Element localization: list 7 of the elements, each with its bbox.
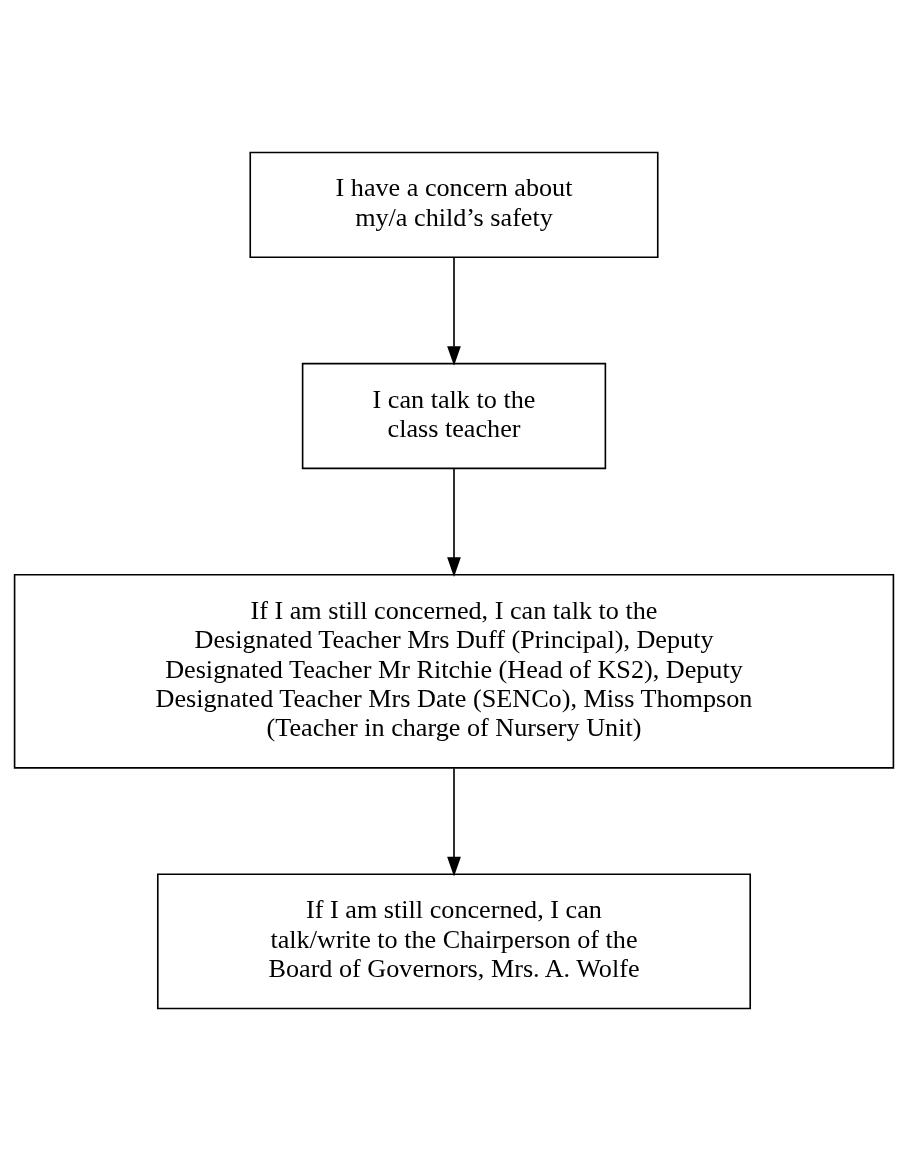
arrow [447, 256, 461, 366]
arrow [447, 767, 461, 877]
node-box: If I am still concerned, I can talk/write to the Chairperson of the Board of Governors, Mrs. A. Wolfe [156, 873, 752, 1010]
node-box: I have a concern about my/a child’s safety [249, 151, 659, 259]
arrow [447, 467, 461, 577]
node-box: If I am still concerned, I can talk to the Designated Teacher Mrs Duff (Principal), Deputy Designated Teacher Mr Ritchie (Head of KS2), Deputy Designated Teacher Mrs Date (SENCo), Miss Thompson (Teacher in charge of Nursery Unit) [13, 573, 895, 769]
node-box: I can talk to the class teacher [301, 362, 607, 470]
